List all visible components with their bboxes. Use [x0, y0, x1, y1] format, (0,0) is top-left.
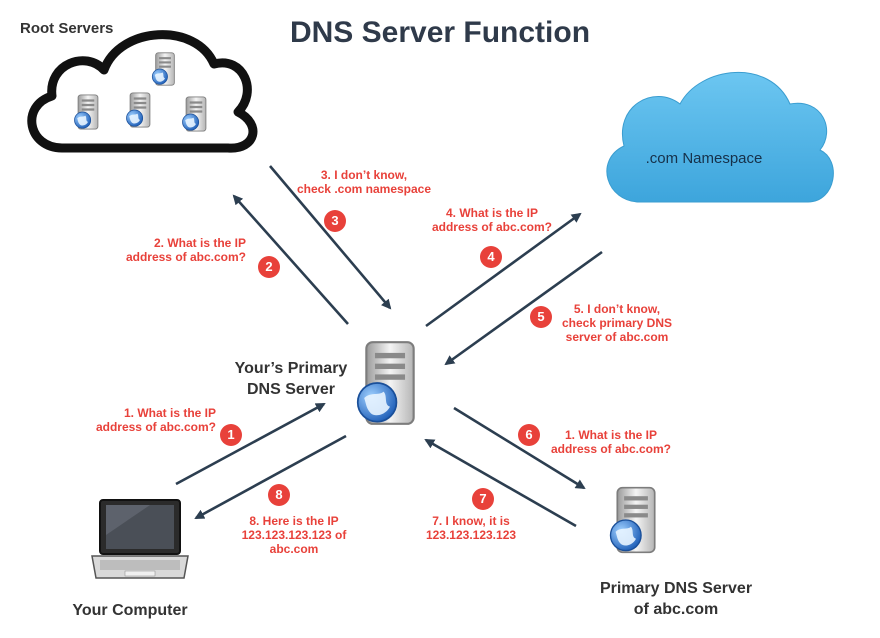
step-6-text: 1. What is the IP address of abc.com?: [550, 428, 672, 456]
step-8-badge: 8: [268, 484, 290, 506]
laptop-icon: [91, 499, 189, 579]
arrow-7: [424, 438, 577, 528]
server-icon: [73, 94, 99, 130]
step-2-text: 2. What is the IP address of abc.com?: [125, 236, 246, 264]
step-6-badge: 6: [518, 424, 540, 446]
com-namespace-cloud-icon: [606, 71, 834, 203]
arrow-6: [453, 406, 586, 490]
primary-dns-label: Your’s Primary DNS Server: [234, 360, 348, 398]
step-8-text: 8. Here is the IP 123.123.123.123 of abc…: [241, 514, 347, 556]
step-3-text: 3. I don’t know, check .com namespace: [296, 168, 432, 196]
arrow-3: [269, 165, 392, 310]
arrow-5: [444, 250, 603, 366]
page-title: DNS Server Function: [289, 16, 591, 49]
server-icon: [125, 92, 151, 128]
root-servers-cloud-icon: [27, 30, 258, 153]
step-2-badge: 2: [258, 256, 280, 278]
step-4-text: 4. What is the IP address of abc.com?: [431, 206, 553, 234]
abc-dns-server-icon: [609, 486, 656, 554]
step-4-badge: 4: [480, 246, 502, 268]
abc-dns-server-label: Primary DNS Server of abc.com: [599, 580, 753, 618]
step-5-badge: 5: [530, 306, 552, 328]
step-1-badge: 1: [220, 424, 242, 446]
server-icon: [356, 340, 415, 426]
step-5-text: 5. I don’t know, check primary DNS serve…: [561, 302, 673, 344]
step-1-text: 1. What is the IP address of abc.com?: [95, 406, 216, 434]
com-namespace-label: .com Namespace: [645, 150, 763, 167]
root-servers-label: Root Servers: [20, 20, 114, 37]
step-3-badge: 3: [324, 210, 346, 232]
step-7-badge: 7: [472, 488, 494, 510]
your-computer-label: Your Computer: [72, 602, 188, 619]
arrow-2: [232, 194, 349, 325]
arrow-4: [425, 212, 582, 328]
server-icon: [181, 96, 207, 132]
arrow-1: [175, 402, 326, 486]
step-7-text: 7. I know, it is 123.123.123.123: [425, 514, 517, 542]
arrow-8: [194, 434, 347, 520]
arrows: [175, 165, 603, 528]
primary-dns-server-icon: [356, 340, 415, 426]
server-icon: [151, 52, 175, 86]
server-icon: [609, 486, 656, 554]
